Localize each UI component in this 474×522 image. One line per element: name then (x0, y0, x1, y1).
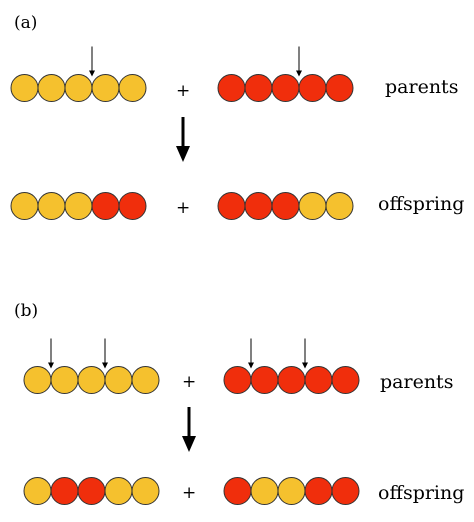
yellow-gene (131, 366, 160, 394)
yellow-gene (104, 477, 133, 505)
red-gene (223, 366, 252, 394)
crossover-point-arrow (248, 338, 254, 369)
yellow-gene (64, 74, 93, 102)
red-gene (271, 192, 300, 220)
yellow-gene (50, 366, 79, 394)
red-gene (118, 192, 147, 220)
red-gene (250, 366, 279, 394)
plus-sign: + (176, 198, 190, 218)
yellow-gene (104, 366, 133, 394)
red-gene (304, 477, 333, 505)
red-gene (217, 192, 246, 220)
red-gene (91, 192, 120, 220)
crossover-point-arrow (302, 338, 308, 369)
yellow-gene (325, 192, 354, 220)
yellow-gene (298, 192, 327, 220)
yellow-gene (10, 74, 39, 102)
red-gene (50, 477, 79, 505)
yellow-gene (23, 477, 52, 505)
red-gene (298, 74, 327, 102)
row-label-parents: parents (385, 76, 458, 98)
down-arrow (182, 407, 196, 452)
red-gene (331, 477, 360, 505)
red-gene (244, 74, 273, 102)
down-arrow (176, 117, 190, 162)
red-gene (277, 366, 306, 394)
row-label-offspring: offspring (378, 193, 464, 215)
yellow-gene (23, 366, 52, 394)
yellow-gene (118, 74, 147, 102)
yellow-gene (131, 477, 160, 505)
red-gene (77, 477, 106, 505)
panel-b: (b) + parents + offspring (14, 301, 464, 505)
parent-chromosome-left (23, 338, 160, 394)
yellow-gene (37, 74, 66, 102)
crossover-point-arrow (48, 338, 54, 369)
parent-chromosome-right (223, 338, 360, 394)
crossover-point-arrow (102, 338, 108, 369)
offspring-chromosome-left (23, 477, 160, 505)
yellow-gene (10, 192, 39, 220)
red-gene (271, 74, 300, 102)
red-gene (217, 74, 246, 102)
red-gene (223, 477, 252, 505)
yellow-gene (277, 477, 306, 505)
yellow-gene (77, 366, 106, 394)
row-label-offspring: offspring (378, 482, 464, 504)
parent-chromosome-right (217, 46, 354, 102)
panel-label-a: (a) (14, 13, 37, 33)
panel-a: (a) + parents + offspring (10, 13, 464, 220)
plus-sign: + (182, 372, 196, 392)
crossover-point-arrow (89, 46, 95, 77)
yellow-gene (250, 477, 279, 505)
red-gene (331, 366, 360, 394)
yellow-gene (64, 192, 93, 220)
crossover-point-arrow (296, 46, 302, 77)
red-gene (304, 366, 333, 394)
offspring-chromosome-right (223, 477, 360, 505)
red-gene (244, 192, 273, 220)
panel-label-b: (b) (14, 301, 38, 321)
offspring-chromosome-right (217, 192, 354, 220)
yellow-gene (37, 192, 66, 220)
plus-sign: + (182, 483, 196, 503)
parent-chromosome-left (10, 46, 147, 102)
red-gene (325, 74, 354, 102)
yellow-gene (91, 74, 120, 102)
plus-sign: + (176, 81, 190, 101)
row-label-parents: parents (380, 371, 453, 393)
offspring-chromosome-left (10, 192, 147, 220)
